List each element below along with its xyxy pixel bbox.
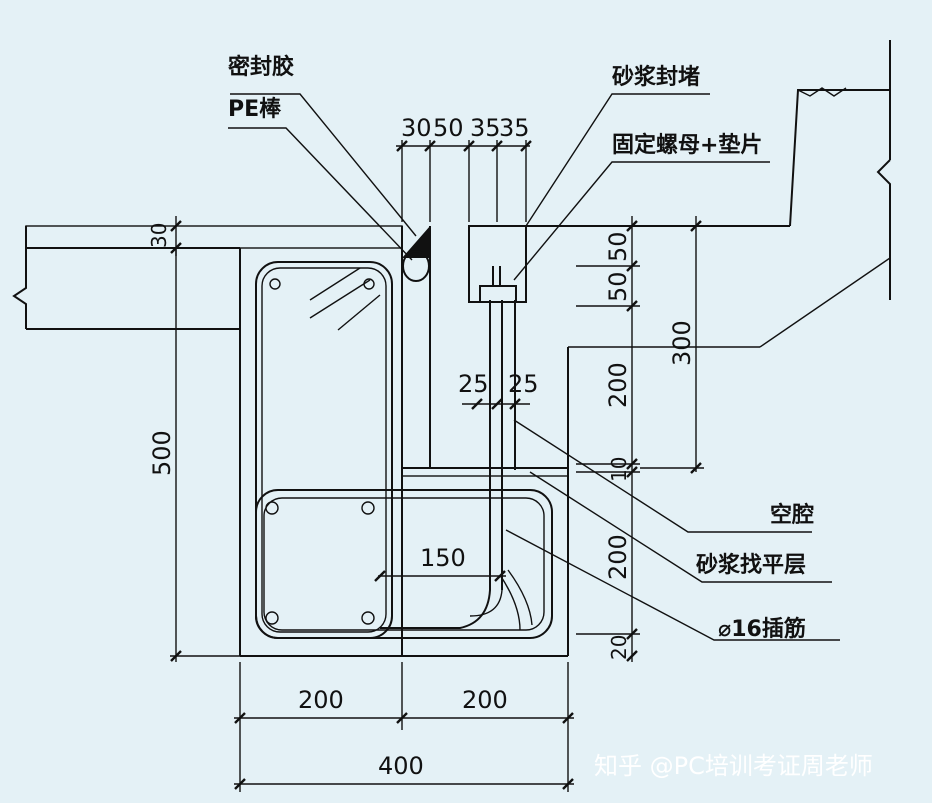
dim-right-50b: 50 [604,271,632,302]
wall-section [239,226,891,657]
dim-top-50: 50 [433,114,464,142]
dim-right-10: 10 [607,457,631,482]
left-slab [12,225,403,330]
dim-top-35b: 35 [499,114,530,142]
dim-bot-200a: 200 [298,686,344,714]
dim-right-200b: 200 [604,534,632,580]
break-line-left [12,226,27,329]
leader-mortar-seal [525,93,710,227]
upper-stirrup [255,261,393,639]
dim-top-35a: 35 [470,114,501,142]
sealant-pe-rod [402,226,430,282]
dim-right-20: 20 [607,635,631,660]
dim-mid-150: 150 [420,544,466,572]
label-mortar-level: 砂浆找平层 [696,552,806,578]
mortar-level-layer [401,467,569,477]
nut-washer [479,285,517,303]
dimension-lines [170,140,704,792]
leader-nut-washer [513,161,770,281]
lower-stirrup [255,489,553,639]
label-cavity: 空腔 [770,502,814,528]
dim-bot-400: 400 [378,752,424,780]
mortar-seal-block [468,225,527,303]
dim-bot-200b: 200 [462,686,508,714]
dim-left-500: 500 [148,430,176,476]
label-sealant: 密封胶 [228,54,294,80]
label-nut-washer: 固定螺母+垫片 [612,132,762,158]
dim-right-200a: 200 [604,362,632,408]
dim-top-30: 30 [401,114,432,142]
dim-mid-25a: 25 [458,370,489,398]
label-mortar-seal: 砂浆封堵 [612,64,700,90]
leader-rebar [505,529,840,641]
anchor-rebar [380,300,516,629]
leader-pe-rod [228,127,413,261]
leader-sealant [230,93,417,237]
dim-right-300: 300 [668,320,696,366]
label-rebar: ⌀16插筋 [718,616,806,642]
upper-wall [526,40,891,300]
watermark: 知乎 @PC培训考证周老师 [594,752,873,780]
label-pe-rod: PE棒 [228,97,282,122]
dim-mid-25b: 25 [508,370,539,398]
leader-cavity [513,419,812,533]
dim-right-50a: 50 [604,231,632,262]
leader-lines [228,93,840,641]
dim-slab-30: 30 [147,223,171,248]
leader-mortar-level [529,471,832,583]
